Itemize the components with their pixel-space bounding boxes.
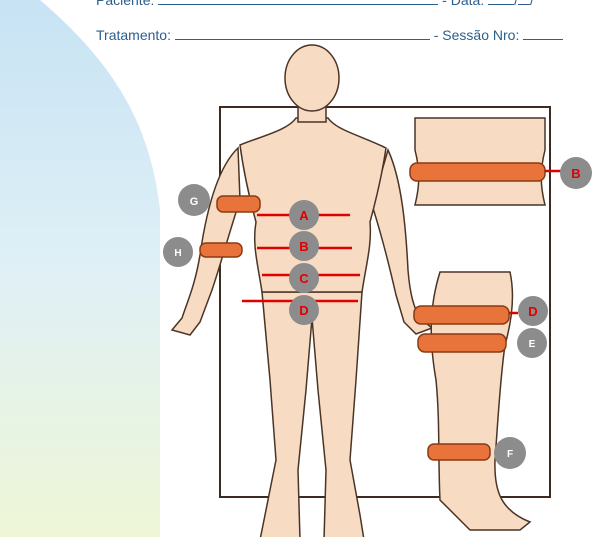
marker-h[interactable]: H [163,237,193,267]
marker-a[interactable]: A [289,200,319,230]
band-side-waist [410,163,545,181]
marker-f[interactable]: F [494,437,526,469]
marker-b-side-label: B [571,166,580,181]
marker-d-leg-label: D [528,304,537,319]
marker-e-label: E [529,339,536,350]
band-knee [418,334,506,352]
marker-a-label: A [299,208,309,223]
marker-h-label: H [174,248,181,259]
marker-d-leg[interactable]: D [518,296,548,326]
marker-b-torso[interactable]: B [289,231,319,261]
marker-c[interactable]: C [289,263,319,293]
marker-d-torso-label: D [299,303,308,318]
marker-e[interactable]: E [517,328,547,358]
band-upper-arm [217,196,260,212]
band-calf [428,444,490,460]
band-thigh [414,306,509,324]
marker-b-torso-label: B [299,239,308,254]
marker-g-label: G [190,196,199,208]
band-forearm [200,243,242,257]
marker-c-label: C [299,271,309,286]
marker-b-side[interactable]: B [560,157,592,189]
marker-f-label: F [507,449,513,460]
side-torso-outline [415,118,545,205]
marker-g[interactable]: G [178,184,210,216]
marker-d-torso[interactable]: D [289,295,319,325]
